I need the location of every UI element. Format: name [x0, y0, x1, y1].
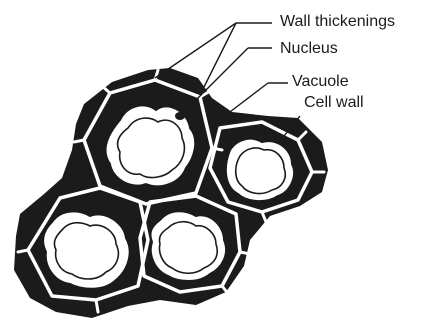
- leader-wall-thickenings-a: [155, 23, 236, 78]
- leader-vacuole-b: [222, 83, 268, 118]
- label-nucleus: Nucleus: [280, 40, 338, 58]
- thickening-mark: [96, 300, 98, 312]
- label-cell-wall: Cell wall: [304, 94, 364, 112]
- leader-wall-thickenings-b: [200, 23, 236, 95]
- label-wall-thickenings: Wall thickenings: [280, 13, 395, 31]
- thickening-mark: [240, 252, 250, 254]
- thickening-mark: [18, 250, 28, 252]
- label-vacuole: Vacuole: [292, 73, 349, 91]
- thickening-mark: [74, 140, 84, 142]
- thickening-mark: [212, 148, 222, 150]
